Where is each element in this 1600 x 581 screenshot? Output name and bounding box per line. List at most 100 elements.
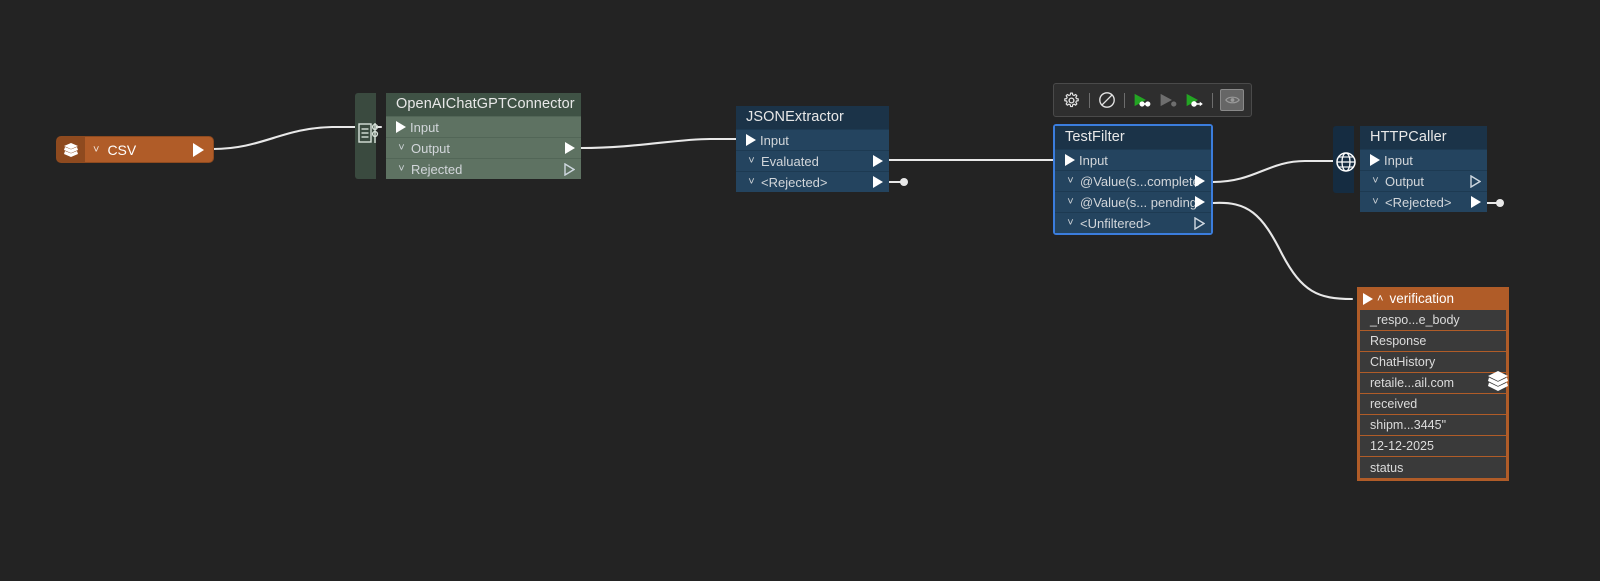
play-arrow-icon (1186, 93, 1204, 107)
chevron-down-icon[interactable]: ˅ (398, 141, 405, 154)
http-input-port-label: Input (1384, 152, 1413, 168)
wire-filter-to-verification (1211, 201, 1354, 301)
verification-row-response-body[interactable]: _respo...e_body (1360, 310, 1506, 331)
verification-row-response[interactable]: Response (1360, 331, 1506, 352)
csv-output-port[interactable] (193, 142, 204, 157)
json-extractor-node[interactable]: JSONExtractor Input ˅ Evaluated ˅ <Rejec… (736, 106, 889, 192)
json-node-body: JSONExtractor Input ˅ Evaluated ˅ <Rejec… (736, 106, 889, 192)
chevron-down-icon[interactable]: ˅ (1067, 174, 1074, 187)
http-output-port[interactable]: ˅ Output (1360, 170, 1487, 191)
verification-panel[interactable]: ˄ verification _respo...e_body Response … (1357, 287, 1509, 481)
verification-input-port[interactable] (1363, 292, 1373, 305)
json-input-port-label: Input (760, 132, 789, 148)
chevron-down-icon[interactable]: ˅ (748, 175, 755, 188)
csv-node[interactable]: ˅ CSV (57, 137, 213, 162)
toolbar-separator (1088, 92, 1090, 108)
input-triangle-icon (396, 121, 406, 133)
filter-value-pending-port[interactable]: ˅ @Value(s... pending (1055, 191, 1211, 212)
wire-http-rejected-endpoint (1496, 199, 1504, 207)
http-node-sidebar (1333, 126, 1354, 193)
chevron-down-icon[interactable]: ˅ (398, 162, 405, 175)
layers-stack-icon (1486, 368, 1510, 400)
openai-input-port[interactable]: Input (386, 116, 581, 137)
filter-unfiltered-port[interactable]: ˅ <Unfiltered> (1055, 212, 1211, 233)
run-to-here-button[interactable] (1184, 90, 1205, 111)
run-single-button[interactable] (1158, 90, 1179, 111)
toolbar-separator (1124, 92, 1126, 108)
node-toolbar[interactable] (1053, 83, 1252, 117)
openai-node-sidebar (355, 93, 376, 179)
verification-header[interactable]: ˄ verification (1357, 287, 1509, 310)
openai-rejected-port[interactable]: ˅ Rejected (386, 158, 581, 179)
openai-node-title: OpenAIChatGPTConnector (386, 93, 581, 116)
http-output-port-label: Output (1385, 173, 1425, 189)
json-rejected-port-label: <Rejected> (761, 174, 828, 190)
play-dot-icon (1134, 93, 1151, 107)
form-connector-icon (358, 119, 380, 149)
wire-filter-to-http (1211, 159, 1336, 184)
openai-output-port[interactable]: ˅ Output (386, 137, 581, 158)
filter-input-port-label: Input (1079, 152, 1108, 168)
input-triangle-icon (746, 134, 756, 146)
verification-row-chathistory[interactable]: ChatHistory (1360, 352, 1506, 373)
run-from-here-button[interactable] (1132, 90, 1153, 111)
verification-row-shipment[interactable]: shipm...3445" (1360, 415, 1506, 436)
filter-unfiltered-port-label: <Unfiltered> (1080, 215, 1151, 231)
http-input-port[interactable]: Input (1360, 149, 1487, 170)
chevron-down-icon[interactable]: ˅ (748, 154, 755, 167)
json-evaluated-port[interactable]: ˅ Evaluated (736, 150, 889, 171)
output-triangle-icon (565, 142, 575, 154)
json-evaluated-port-label: Evaluated (761, 153, 819, 169)
verification-row-email[interactable]: retaile...ail.com (1360, 373, 1506, 394)
csv-node-title: CSV (107, 141, 137, 158)
openai-input-port-label: Input (410, 119, 439, 135)
settings-button[interactable] (1061, 90, 1082, 111)
test-filter-node[interactable]: TestFilter Input ˅ @Value(s...complete ˅… (1053, 124, 1213, 235)
csv-expand-chevron-icon[interactable]: ˅ (93, 143, 100, 156)
wire-openai-to-json (579, 137, 738, 150)
http-node-body: HTTPCaller Input ˅ Output ˅ <Rejected> (1360, 126, 1487, 212)
filter-input-port[interactable]: Input (1055, 149, 1211, 170)
json-rejected-port[interactable]: ˅ <Rejected> (736, 171, 889, 192)
filter-node-title: TestFilter (1055, 126, 1211, 149)
output-triangle-icon (873, 155, 883, 167)
output-triangle-icon (1471, 196, 1481, 208)
layers-stack-icon (57, 137, 85, 162)
eye-icon (1224, 96, 1240, 104)
gear-icon (1064, 92, 1079, 107)
no-entry-icon (1099, 92, 1115, 108)
disable-node-button[interactable] (1097, 90, 1118, 111)
chevron-down-icon[interactable]: ˅ (1372, 174, 1379, 187)
input-triangle-icon (1065, 154, 1075, 166)
filter-value-complete-port[interactable]: ˅ @Value(s...complete (1055, 170, 1211, 191)
chevron-down-icon[interactable]: ˅ (1372, 195, 1379, 208)
verification-row-date[interactable]: 12-12-2025 (1360, 436, 1506, 457)
http-node-title: HTTPCaller (1360, 126, 1487, 149)
http-rejected-port[interactable]: ˅ <Rejected> (1360, 191, 1487, 212)
preview-button[interactable] (1220, 89, 1244, 111)
wire-json-rejected-endpoint (900, 178, 908, 186)
collapse-caret-icon[interactable]: ˄ (1377, 292, 1384, 305)
verification-row-received[interactable]: received (1360, 394, 1506, 415)
http-rejected-port-label: <Rejected> (1385, 194, 1452, 210)
openai-output-port-label: Output (411, 140, 451, 156)
play-dot-gray-icon (1160, 93, 1177, 107)
verification-row-list: _respo...e_body Response ChatHistory ret… (1357, 310, 1509, 478)
json-input-port[interactable]: Input (736, 129, 889, 150)
http-caller-node[interactable]: HTTPCaller Input ˅ Output ˅ <Rejected> (1333, 126, 1487, 212)
verification-title: verification (1389, 291, 1454, 306)
chevron-down-icon[interactable]: ˅ (1067, 195, 1074, 208)
filter-node-body: TestFilter Input ˅ @Value(s...complete ˅… (1055, 126, 1211, 233)
openai-rejected-port-label: Rejected (411, 161, 463, 177)
json-node-title: JSONExtractor (736, 106, 889, 129)
output-triangle-icon (873, 176, 883, 188)
output-triangle-icon (1195, 175, 1205, 187)
toolbar-separator (1212, 92, 1214, 108)
openai-chatgpt-connector-node[interactable]: OpenAIChatGPTConnector Input ˅ Output ˅ … (355, 93, 581, 179)
filter-value-complete-port-label: @Value(s...complete (1080, 173, 1200, 189)
filter-value-pending-port-label: @Value(s... pending (1080, 194, 1198, 210)
verification-row-status[interactable]: status (1360, 457, 1506, 478)
chevron-down-icon[interactable]: ˅ (1067, 216, 1074, 229)
openai-node-body: OpenAIChatGPTConnector Input ˅ Output ˅ … (386, 93, 581, 179)
